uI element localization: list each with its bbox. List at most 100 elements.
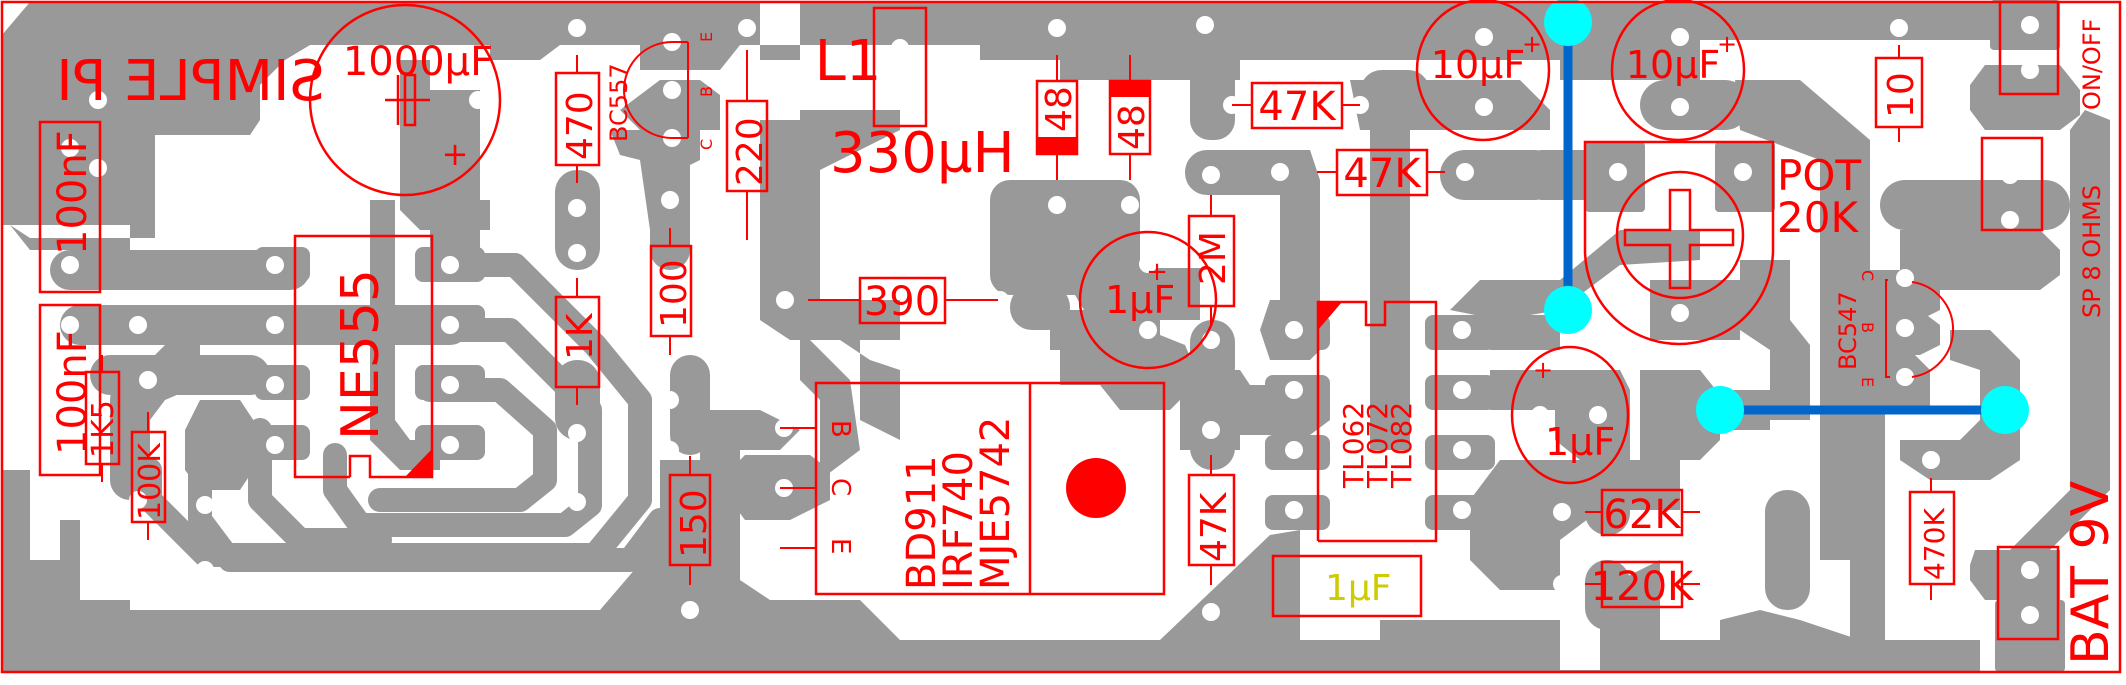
drill-hole (139, 371, 157, 389)
diode-48-b: 48 (1108, 55, 1153, 180)
drill-hole (1553, 503, 1571, 521)
resistor-1k5: 1K5 (84, 355, 121, 482)
drill-hole (1589, 406, 1607, 424)
drill-hole (1475, 98, 1493, 116)
label-bc547: BC547 (1834, 291, 1862, 370)
drill-hole (1896, 269, 1914, 287)
potentiometer-20k: POT 20K (1583, 140, 1861, 346)
drill-hole (89, 159, 107, 177)
capacitor-100nf-top: 100nF (38, 120, 102, 294)
bc557-pin-e: E (697, 32, 716, 42)
drill-hole (1285, 321, 1303, 339)
label-battery: BAT 9V (2061, 480, 2121, 665)
plus-marker: + (442, 135, 469, 173)
drill-hole (1475, 28, 1493, 46)
label-1k5: 1K5 (86, 400, 121, 458)
drill-hole (568, 19, 586, 37)
label-10uf-b: 10µF (1626, 43, 1720, 87)
drill-hole (2021, 16, 2039, 34)
drill-hole (266, 316, 284, 334)
drill-hole (891, 39, 909, 57)
drill-hole (304, 91, 322, 109)
ic-ne555: NE555 (293, 234, 434, 479)
resistor-470: 470 (554, 55, 601, 183)
label-100nf-top: 100nF (50, 130, 96, 255)
drill-hole (1202, 421, 1220, 439)
drill-hole (441, 436, 459, 454)
bc547-pin-c: C (1858, 270, 1877, 281)
label-2m: 2M (1193, 231, 1234, 285)
drill-hole (2021, 61, 2039, 79)
drill-hole (1285, 501, 1303, 519)
drill-hole (61, 316, 79, 334)
drill-hole (1202, 166, 1220, 184)
drill-hole (1408, 163, 1426, 181)
resistor-10: 10 (1874, 45, 1924, 142)
bc557-pin-b: B (697, 86, 716, 97)
label-pot-20k: 20K (1777, 193, 1859, 242)
capacitor-100nf-bottom: 100nF (38, 303, 102, 477)
power-pin-b: B (825, 420, 855, 438)
label-10uf-a: 10µF (1431, 43, 1525, 87)
label-1k: 1K (560, 312, 601, 360)
capacitor-1uf-mid: + 1µF (1078, 230, 1218, 370)
transistor-bc547: BC547 C B E (1834, 270, 1955, 387)
drill-hole (568, 424, 586, 442)
bc547-pin-b: B (1858, 322, 1877, 333)
resistor-100: 100 (649, 228, 695, 355)
drill-hole (1671, 304, 1689, 322)
label-1uf-mid: 1µF (1105, 278, 1175, 322)
drill-hole (61, 139, 79, 157)
label-220: 220 (730, 117, 771, 186)
drill-hole (568, 244, 586, 262)
board-title-mirrored: SIMPLE PI (56, 49, 325, 114)
via-pad (1696, 386, 1744, 434)
label-120k: 120K (1591, 564, 1695, 610)
drill-hole (1456, 163, 1474, 181)
drill-hole (196, 496, 214, 514)
drill-hole (1896, 368, 1914, 386)
transistor-bc557: BC557 E B C (605, 32, 716, 150)
plus-marker: + (1522, 30, 1542, 58)
label-tl082: TL082 (1385, 402, 1418, 489)
drill-hole (1394, 576, 1412, 594)
label-speaker: SP 8 OHMS (2078, 185, 2106, 318)
resistor-47k-a: 47K (1232, 81, 1360, 130)
drill-hole (139, 556, 157, 574)
bc557-pin-c: C (697, 139, 716, 150)
label-390: 390 (864, 279, 940, 325)
drill-hole (441, 256, 459, 274)
drill-hole (891, 89, 909, 107)
plus-marker: + (1146, 257, 1168, 287)
drill-hole (1196, 16, 1214, 34)
resistor-2m: 2M (1187, 195, 1236, 325)
drill-hole (1301, 576, 1319, 594)
drill-hole (1202, 603, 1220, 621)
drill-hole (738, 291, 756, 309)
label-150: 150 (674, 489, 715, 558)
drill-hole (1285, 441, 1303, 459)
drill-hole (2021, 606, 2039, 624)
heatsink-mount-marker (1066, 458, 1126, 518)
drill-hole (1271, 163, 1289, 181)
drill-hole (1285, 381, 1303, 399)
connector-battery: BAT 9V (1996, 480, 2121, 665)
label-47k-c: 47K (1194, 491, 1235, 562)
label-bd911: BD911 (899, 455, 945, 590)
drill-hole (1896, 319, 1914, 337)
label-47k-a: 47K (1258, 84, 1337, 130)
label-pot: POT (1777, 151, 1861, 200)
transistor-power: B C E BD911 IRF740 MJE5742 (780, 381, 1166, 596)
label-onoff: ON/OFF (2078, 19, 2106, 110)
drill-hole (1121, 196, 1139, 214)
drill-hole (568, 199, 586, 217)
drill-hole (1202, 331, 1220, 349)
power-pin-c: C (825, 478, 855, 496)
drill-hole (681, 601, 699, 619)
drill-hole (663, 81, 681, 99)
drill-hole (776, 291, 794, 309)
via-pad (1981, 386, 2029, 434)
inductor-l1: L1 330µH (815, 6, 1015, 186)
drill-hole (266, 376, 284, 394)
